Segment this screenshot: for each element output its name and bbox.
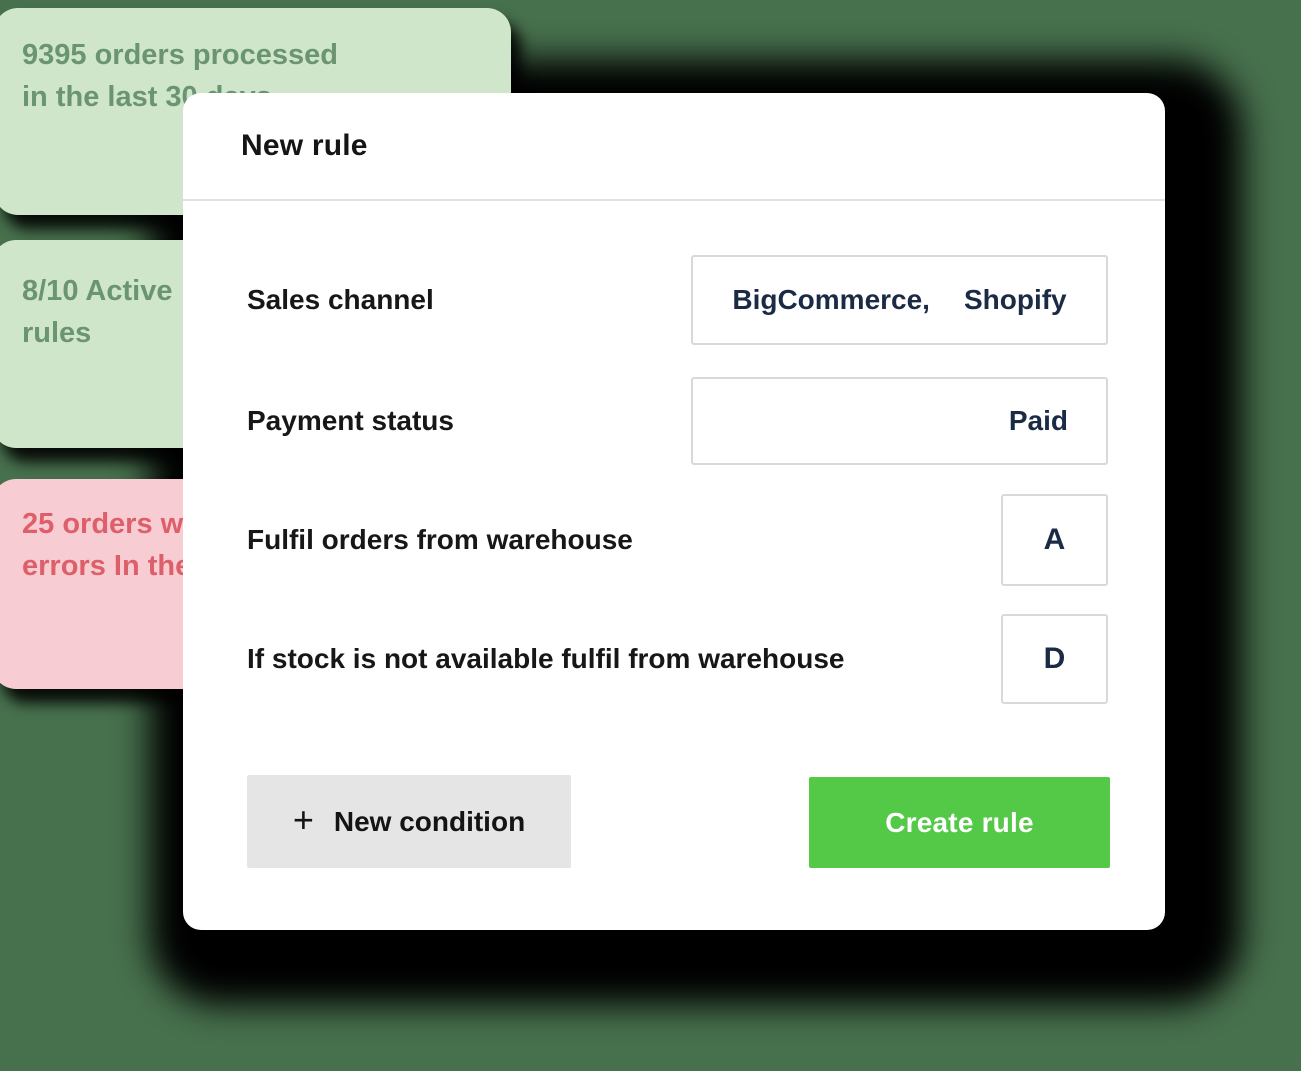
sales-channel-value-2: Shopify — [963, 284, 1067, 315]
modal-header: New rule — [183, 93, 1165, 201]
fulfil-warehouse-value: A — [1043, 523, 1066, 556]
payment-status-value: Paid — [1008, 405, 1068, 436]
stat-card-line: rules — [22, 317, 92, 349]
stat-card-line: 8/10 Active — [22, 275, 173, 307]
create-rule-button[interactable]: Create rule — [809, 777, 1110, 868]
plus-icon: + — [292, 799, 314, 840]
sales-channel-value-1: BigCommerce, — [732, 284, 930, 315]
sales-channel-input[interactable]: BigCommerce, Shopify — [691, 255, 1108, 345]
create-rule-label: Create rule — [885, 806, 1034, 838]
fulfil-warehouse-label: Fulfil orders from warehouse — [247, 524, 633, 555]
fallback-warehouse-label: If stock is not available fulfil from wa… — [247, 643, 845, 674]
new-condition-label: New condition — [333, 805, 526, 837]
sales-channel-label: Sales channel — [247, 284, 434, 315]
new-condition-button[interactable]: + New condition — [247, 775, 571, 868]
fulfil-warehouse-input[interactable]: A — [1001, 494, 1108, 586]
new-rule-modal: New rule Sales channel BigCommerce, Shop… — [183, 93, 1165, 930]
payment-status-label: Payment status — [247, 405, 454, 436]
modal-title: New rule — [241, 129, 368, 162]
fallback-warehouse-input[interactable]: D — [1001, 614, 1108, 704]
stat-card-line: 9395 orders processed — [22, 39, 338, 71]
payment-status-input[interactable]: Paid — [691, 377, 1108, 465]
stat-card-line: errors In the — [22, 550, 192, 582]
fallback-warehouse-value: D — [1043, 642, 1066, 675]
